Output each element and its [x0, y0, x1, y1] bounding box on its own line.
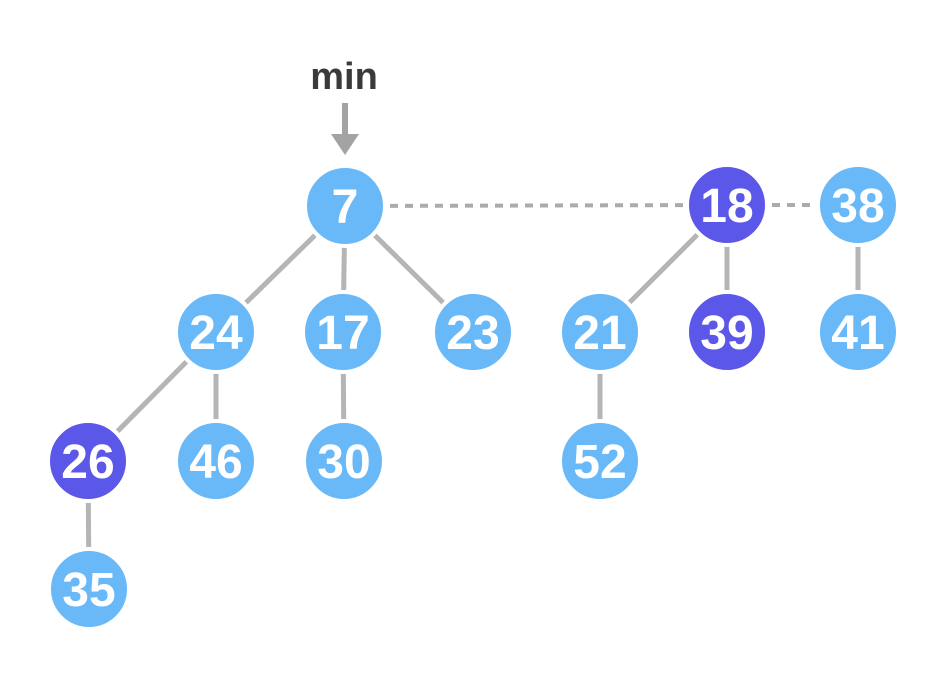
node-circle-marked: [685, 290, 769, 374]
min-pointer-label: min: [310, 56, 378, 98]
node-value: 18: [700, 180, 753, 233]
node-circle: [174, 290, 258, 374]
heap-node-35: 35: [47, 547, 131, 631]
heap-node-26: 26: [46, 419, 130, 503]
node-circle: [431, 290, 515, 374]
root-link-7-18: [344, 203, 728, 208]
tree-edges-layer: [85, 203, 861, 590]
node-circle: [174, 419, 258, 503]
node-value: 24: [189, 307, 243, 360]
node-circle: [558, 419, 642, 503]
heap-node-52: 52: [558, 419, 642, 503]
node-value: 39: [700, 307, 753, 360]
node-circle-marked: [685, 163, 769, 247]
node-value: 26: [61, 436, 114, 489]
node-value: 52: [573, 436, 626, 489]
min-pointer: min: [310, 56, 378, 155]
node-circle: [47, 547, 131, 631]
heap-node-41: 41: [816, 290, 900, 374]
node-value: 38: [831, 180, 884, 233]
node-circle: [303, 164, 387, 248]
node-circle: [816, 290, 900, 374]
heap-node-7: 7: [303, 164, 387, 248]
node-circle: [302, 419, 386, 503]
root-links-layer: [344, 203, 858, 208]
node-value: 35: [62, 564, 115, 617]
heap-node-17: 17: [301, 290, 385, 374]
node-value: 41: [831, 307, 884, 360]
heap-nodes-layer: 7 18 38 24 17 23 21 39 41 26 46 30 52 35: [46, 163, 900, 631]
node-circle: [301, 290, 385, 374]
heap-node-46: 46: [174, 419, 258, 503]
heap-node-39: 39: [685, 290, 769, 374]
node-circle: [558, 290, 642, 374]
node-circle: [816, 163, 900, 247]
node-value: 23: [446, 307, 499, 360]
node-value: 46: [189, 436, 242, 489]
heap-node-18: 18: [685, 163, 769, 247]
heap-node-24: 24: [174, 290, 258, 374]
heap-node-21: 21: [558, 290, 642, 374]
node-value: 7: [332, 181, 359, 234]
node-value: 30: [317, 436, 370, 489]
heap-node-38: 38: [816, 163, 900, 247]
node-circle-marked: [46, 419, 130, 503]
heap-node-23: 23: [431, 290, 515, 374]
heap-node-30: 30: [302, 419, 386, 503]
node-value: 17: [316, 307, 369, 360]
node-value: 21: [573, 307, 626, 360]
arrow-down-icon: [331, 134, 359, 155]
